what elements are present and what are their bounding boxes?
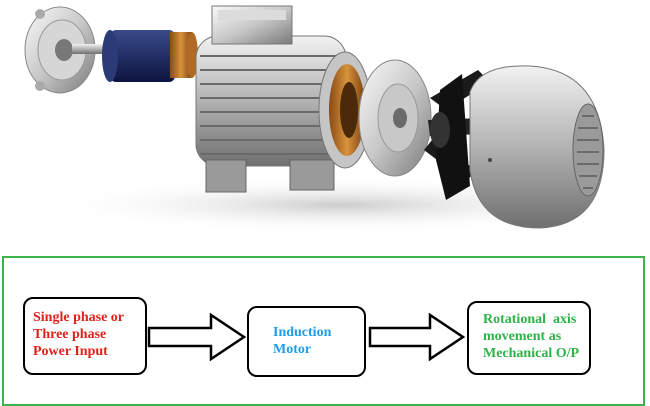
rotor-icon bbox=[102, 30, 198, 82]
block-diagram-frame: Single phase or Three phase Power Input … bbox=[2, 256, 645, 406]
fan-cover-icon bbox=[469, 65, 605, 229]
power-input-line-1: Single phase or bbox=[33, 310, 125, 325]
power-input-line-2: Three phase bbox=[33, 327, 107, 342]
induction-motor-line-2: Motor bbox=[273, 342, 312, 357]
mechanical-output-line-1: Rotational axis bbox=[483, 312, 577, 327]
power-input-box: Single phase or Three phase Power Input bbox=[23, 297, 147, 375]
power-input-line-3: Power Input bbox=[33, 344, 108, 359]
right-arrow-icon bbox=[147, 312, 247, 362]
mechanical-output-box: Rotational axis movement as Mechanical O… bbox=[467, 301, 591, 375]
induction-motor-box: Induction Motor bbox=[247, 306, 366, 377]
exploded-motor-image bbox=[24, 5, 640, 233]
stator-housing-icon bbox=[195, 35, 372, 193]
induction-motor-line-1: Induction bbox=[273, 325, 332, 340]
end-shield-icon bbox=[24, 6, 96, 94]
mechanical-output-line-3: Mechanical O/P bbox=[483, 346, 580, 361]
mechanical-output-line-2: movement as bbox=[483, 329, 562, 344]
end-shield-icon bbox=[358, 59, 432, 177]
terminal-box-icon bbox=[211, 5, 293, 45]
right-arrow-icon bbox=[368, 312, 466, 362]
